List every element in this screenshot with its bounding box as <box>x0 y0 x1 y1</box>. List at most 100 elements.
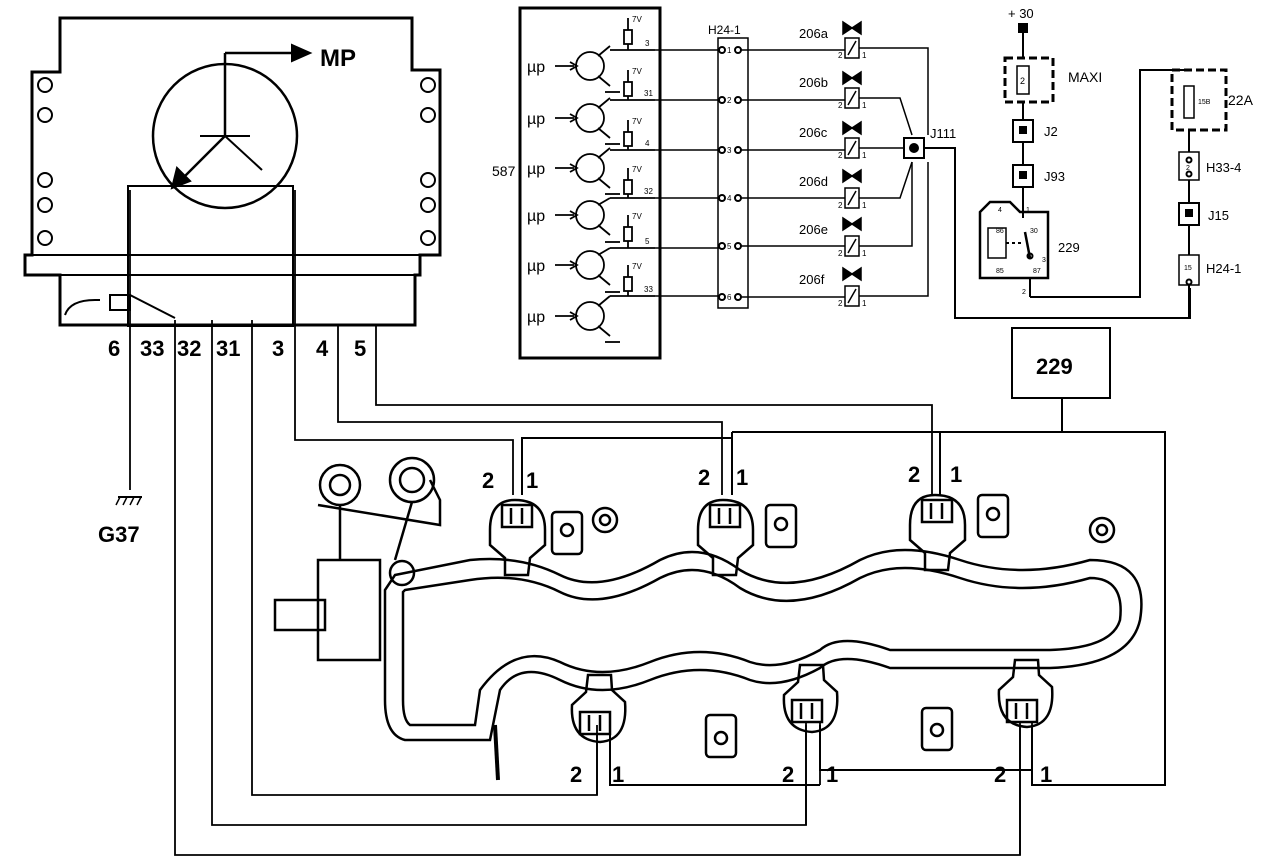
inj-b-pin2: 2 <box>838 101 843 110</box>
coil3-pin-2: 2 <box>908 462 920 487</box>
injector-206b <box>842 70 862 109</box>
input-label-6: µp <box>527 309 545 326</box>
relay-pin-87: 87 <box>1033 268 1041 275</box>
injector-labels: 206a 206b 206c 206d 206e 206f <box>799 26 829 287</box>
transistor-stage-5 <box>555 215 655 293</box>
transistor-stage-6 <box>555 265 655 343</box>
inj-f-pin2: 2 <box>838 299 843 308</box>
relay-229 <box>978 69 1190 298</box>
maxi-fuse-rating: 2 <box>1020 76 1025 86</box>
coil-6 <box>997 658 1054 729</box>
input-label-2: µp <box>527 111 545 128</box>
relay-pin-n3: 3 <box>1042 257 1046 264</box>
coils-top-row <box>488 493 1116 577</box>
fuse-chain <box>1170 68 1228 318</box>
ground-icon <box>115 496 142 506</box>
coil4-pin-2: 2 <box>570 762 582 787</box>
connector-pin-1: 1 <box>727 46 732 55</box>
coil1-pin-1: 1 <box>526 468 538 493</box>
injector-label-206a: 206a <box>799 26 829 41</box>
ground-label: G37 <box>98 522 140 547</box>
connector-h24-1 <box>717 37 749 309</box>
transistor-stage-3 <box>555 120 655 195</box>
coil-1 <box>488 498 619 577</box>
inj-b-pin1: 1 <box>862 101 867 110</box>
supply-labels: 7V 7V 7V 7V 7V 7V <box>632 15 642 271</box>
injector-label-206b: 206b <box>799 75 828 90</box>
coil5-pin-1: 1 <box>826 762 838 787</box>
supply-label-2: 7V <box>632 67 642 76</box>
coil-pin-labels: 2 1 2 1 2 1 2 1 2 1 2 1 <box>482 462 1052 787</box>
connector-pin-6: 6 <box>727 293 732 302</box>
injector-label-206e: 206e <box>799 222 828 237</box>
connector-pin-3: 3 <box>727 146 732 155</box>
ecu-pin-3: 3 <box>272 336 284 361</box>
fuse-22a-label: 22A <box>1228 92 1254 108</box>
module-pin-1: 3 <box>645 39 650 48</box>
coil6-pin-2: 2 <box>994 762 1006 787</box>
injector-label-206d: 206d <box>799 174 828 189</box>
junction-j15-label: J15 <box>1208 208 1229 223</box>
input-label-5: µp <box>527 258 545 275</box>
supply-plus30-label: + 30 <box>1008 6 1034 21</box>
connector-pin-5: 5 <box>727 242 732 251</box>
inj-a-pin2: 2 <box>838 51 843 60</box>
injector-label-206c: 206c <box>799 125 828 140</box>
connector-h33-label: H33-4 <box>1206 160 1241 175</box>
ecu-pin-labels: 6 33 32 31 3 4 5 <box>108 336 366 361</box>
relay-229-label: 229 <box>1058 240 1080 255</box>
connector-h24-right-label: H24-1 <box>1206 261 1241 276</box>
injector-common-wires <box>859 47 929 297</box>
connector-pin-2: 2 <box>727 96 732 105</box>
connector-h24-right-pin: 15 <box>1184 265 1192 272</box>
inj-e-pin1: 1 <box>862 249 867 258</box>
relay-pin-n4: 4 <box>998 207 1002 214</box>
inj-c-pin2: 2 <box>838 151 843 160</box>
ecu-pin-4: 4 <box>316 336 329 361</box>
junction-j111-label: J111 <box>930 126 956 141</box>
transistor-stage-4 <box>555 168 655 243</box>
fuse-rating-label: 15B <box>1198 99 1211 106</box>
relay-pin-85: 85 <box>996 268 1004 275</box>
ecu-pin-32: 32 <box>177 336 201 361</box>
module-pin-4: 32 <box>644 187 653 196</box>
module-pin-5: 5 <box>645 237 650 246</box>
coil5-pin-2: 2 <box>782 762 794 787</box>
transistor-stages <box>555 18 655 343</box>
connector-pin-4: 4 <box>727 194 732 203</box>
junction-j2-label: J2 <box>1044 124 1058 139</box>
supply-label-4: 7V <box>632 165 642 174</box>
supply-label-5: 7V <box>632 212 642 221</box>
connector-h33-pin: 2 <box>1186 165 1190 172</box>
inj-f-pin1: 1 <box>862 299 867 308</box>
coil-2 <box>696 498 798 577</box>
module-pin-2: 31 <box>644 89 653 98</box>
driver-module-587 <box>518 6 662 360</box>
transistor-stage-2 <box>555 70 655 145</box>
connector-to-injector-wires <box>741 49 845 298</box>
maxi-fuse-label: MAXI <box>1068 69 1102 85</box>
relay-pin-86: 86 <box>996 228 1004 235</box>
relay-box-label: 229 <box>1036 354 1073 379</box>
inj-d-pin2: 2 <box>838 201 843 210</box>
injector-206c <box>842 120 862 159</box>
injector-206d <box>842 168 862 209</box>
fuel-rail-assembly <box>273 456 1143 781</box>
inj-a-pin1: 1 <box>862 51 867 60</box>
coil4-pin-1: 1 <box>612 762 624 787</box>
coil3-pin-1: 1 <box>950 462 962 487</box>
module-to-connector-wires <box>655 49 719 297</box>
connector-pin-numbers: 1 2 3 4 5 6 <box>727 46 732 302</box>
module-pin-3: 4 <box>645 139 650 148</box>
ecu-pin-5: 5 <box>354 336 366 361</box>
coil1-pin-2: 2 <box>482 468 494 493</box>
coils-bottom-row <box>570 658 1054 759</box>
supply-label-1: 7V <box>632 15 642 24</box>
relay-box-229 <box>521 327 1166 786</box>
coil-4 <box>570 673 738 759</box>
input-label-3: µp <box>527 161 545 178</box>
relay-pin-n2: 2 <box>1022 289 1026 296</box>
injector-206f <box>842 266 862 307</box>
supply-label-3: 7V <box>632 117 642 126</box>
